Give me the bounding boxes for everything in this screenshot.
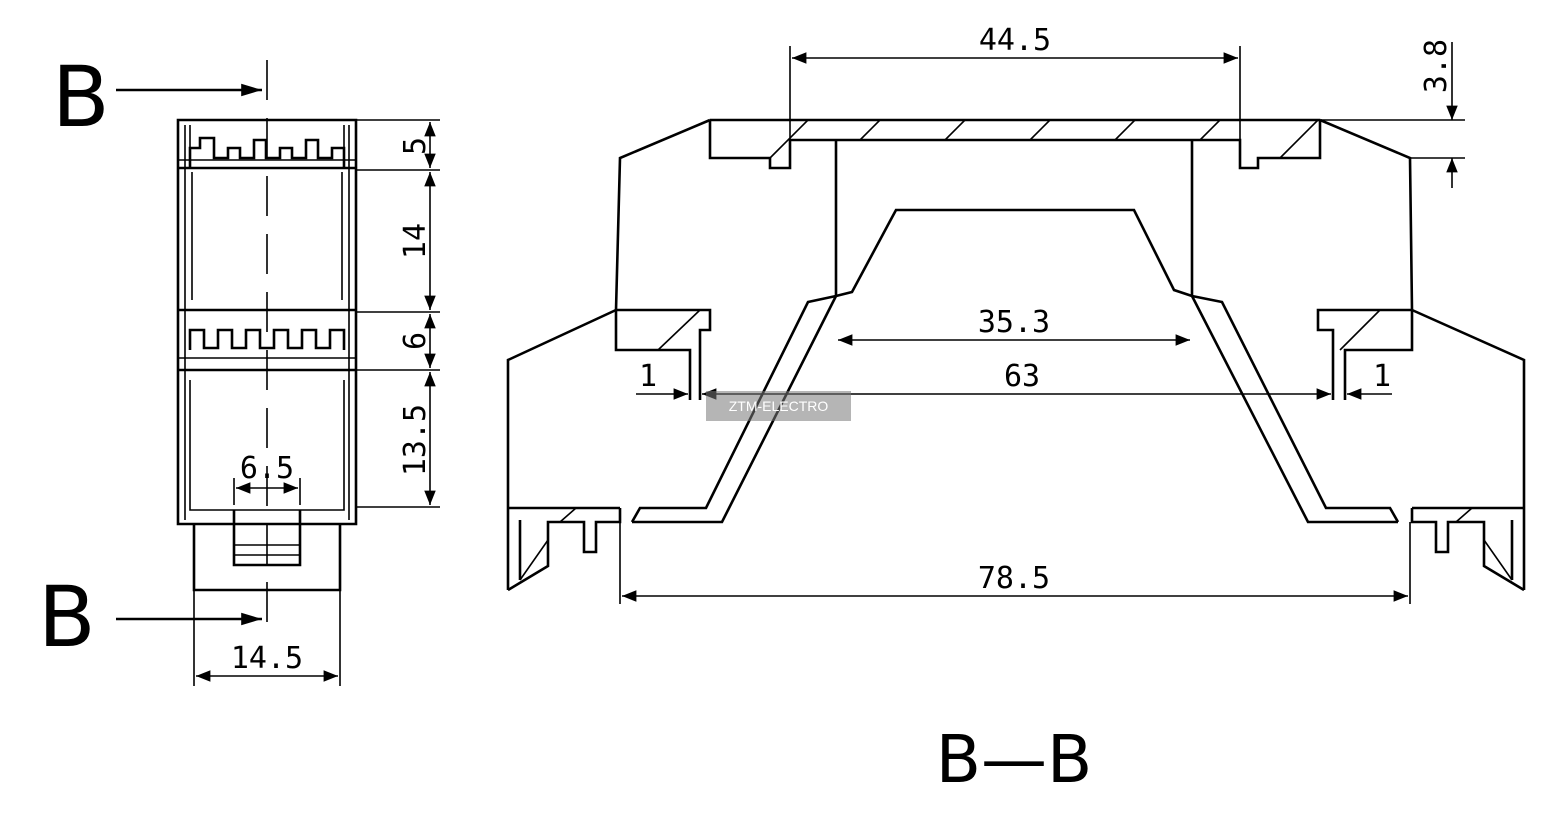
side-view [176,60,358,625]
hatching [769,119,1319,159]
dim-inner-width: 35.3 [978,305,1050,340]
section-title: B—B [936,721,1093,798]
dim-height-13-5: 13.5 [398,404,433,476]
dim-rail-span: 63 [1004,359,1040,394]
section-letter-bottom: B [38,568,96,666]
side-height-dimensions: 5 14 6 13.5 [356,119,440,508]
dim-top-width: 44.5 [979,23,1051,58]
dim-right-gap: 1 [1373,359,1391,394]
section-marker-bottom: B [38,568,262,666]
dim-height-14: 14 [398,223,433,259]
dim-height-5: 5 [398,137,433,155]
dim-top-thickness: 3.8 [1419,39,1454,93]
dim-left-gap: 1 [639,359,657,394]
dim-base-width: 14.5 [231,641,303,676]
dim-base-width-section: 78.5 [978,561,1050,596]
section-dimensions: 44.5 3.8 35.3 63 1 1 78.5 [619,23,1465,604]
section-view [506,118,1526,592]
dim-height-6: 6 [398,332,433,350]
dim-terminal-width: 6.5 [240,451,294,486]
side-width-dimensions: 6.5 14.5 [193,451,341,686]
section-marker-top: B [52,48,262,146]
section-letter-top: B [52,48,110,146]
watermark-label: ZTM-ELECTRO [706,391,851,421]
